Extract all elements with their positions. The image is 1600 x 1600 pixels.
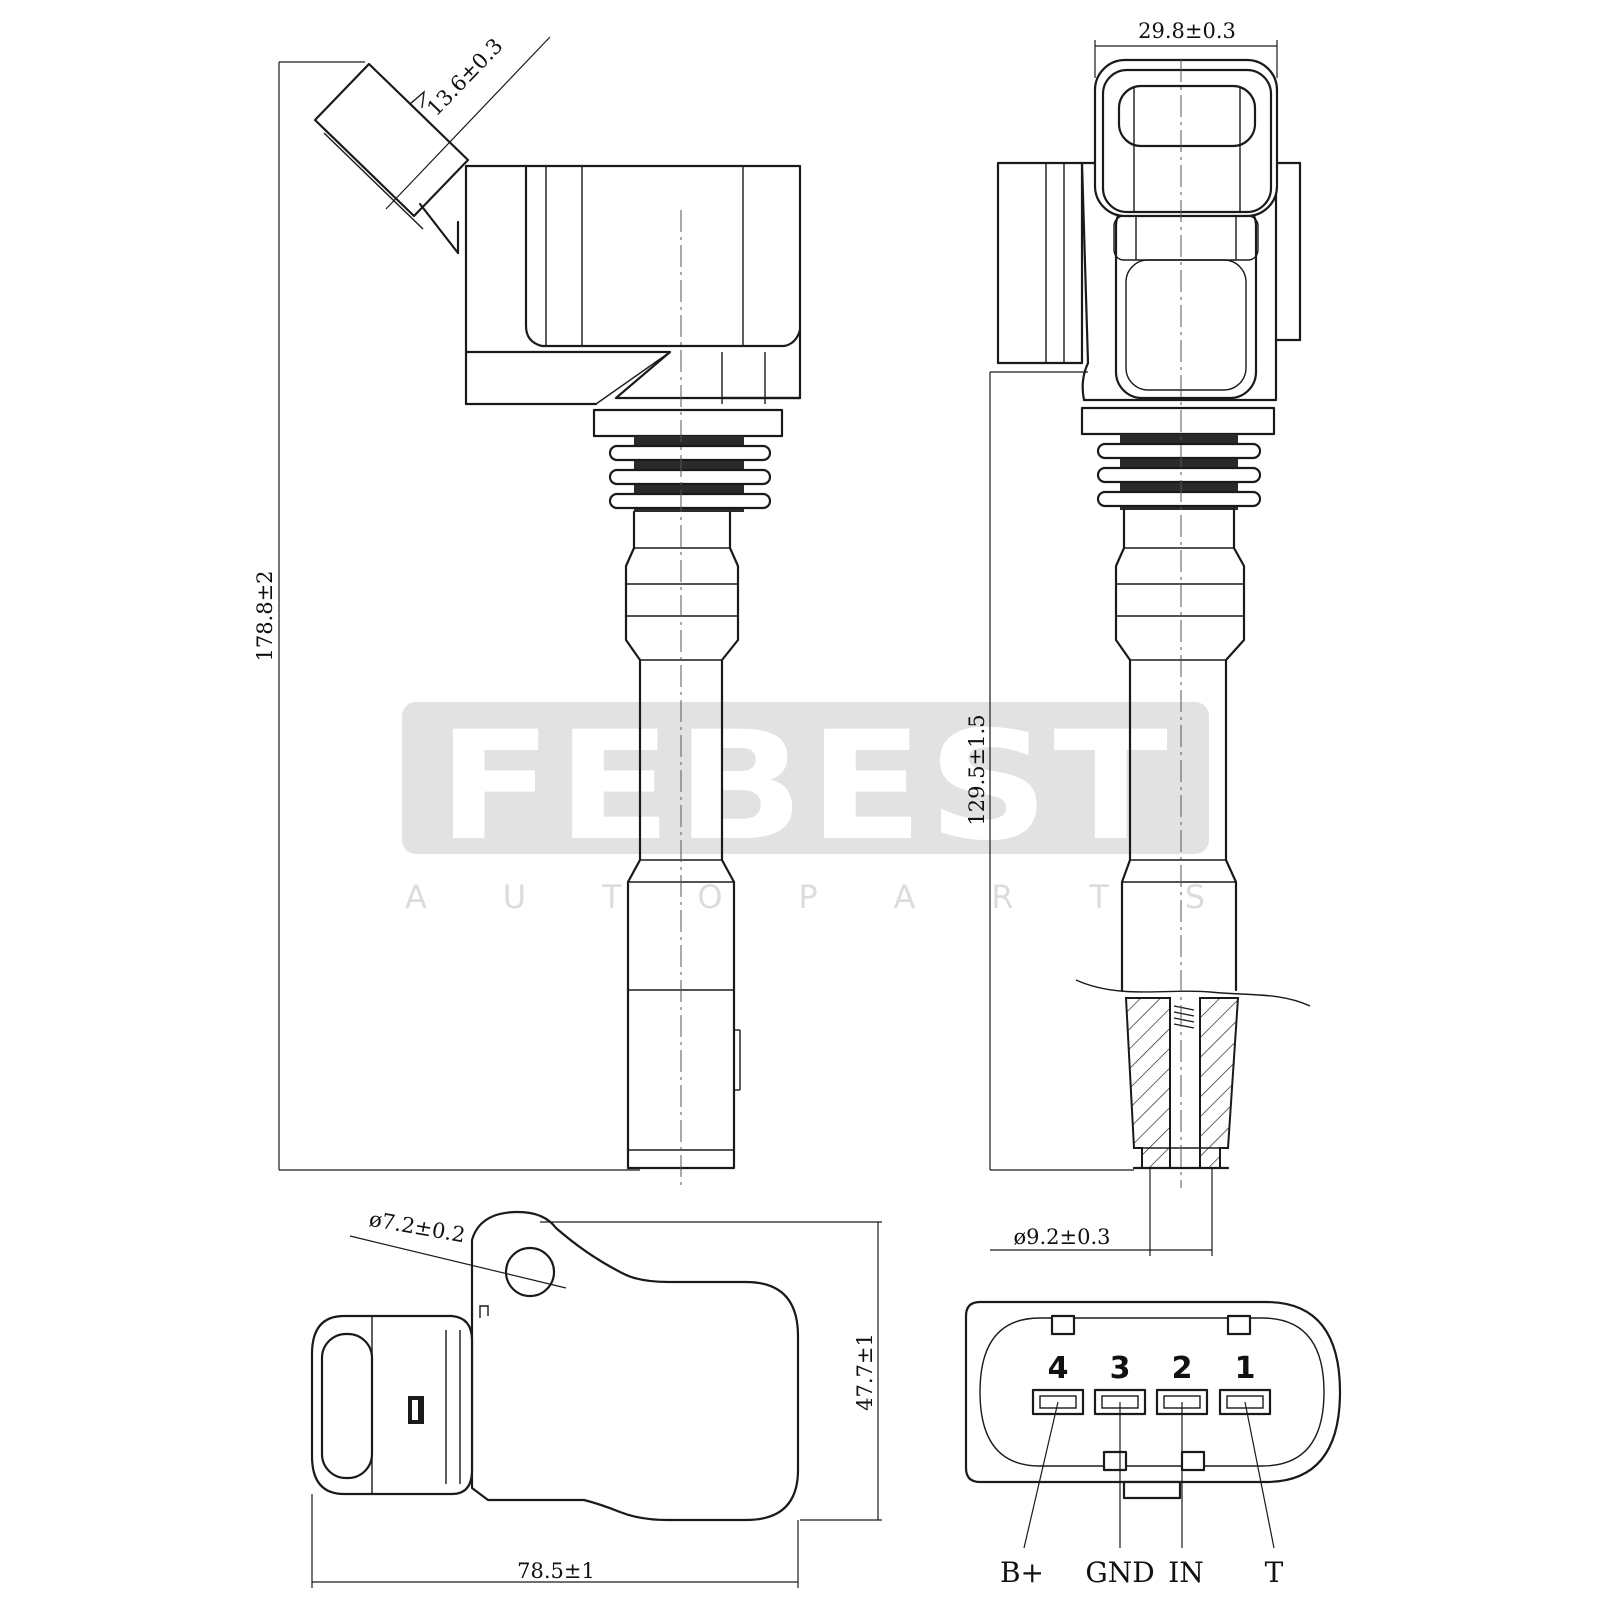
dim-tip-diameter-label: ø9.2±0.3 [1013, 1225, 1110, 1249]
connector-face-outer [964, 1300, 1342, 1484]
side-connector-plug [313, 62, 470, 255]
pin-number-label: 1 [1235, 1351, 1256, 1386]
dim-body-width: 47.7±1 [540, 1221, 882, 1521]
pin-number-label: 2 [1172, 1351, 1193, 1386]
front-connector-plug [1093, 58, 1279, 218]
dim-head-width: 29.8±0.3 [1094, 19, 1278, 78]
pin-signal-t: T [1265, 1556, 1284, 1589]
front-view [996, 58, 1311, 1188]
dim-total-length: 178.8±2 [253, 61, 640, 1171]
dim-boot-length-label: 129.5±1.5 [965, 714, 989, 825]
dim-total-length-label: 178.8±2 [253, 570, 277, 661]
pin-signal-gnd: GND [1085, 1556, 1154, 1589]
top-view-body [470, 1210, 800, 1522]
pin-signal-in: IN [1168, 1556, 1204, 1589]
dim-body-length-label: 78.5±1 [517, 1559, 595, 1583]
connector-pinout: 4 3 2 1 B+ GND IN T [964, 1300, 1342, 1589]
top-view-connector [310, 1314, 474, 1496]
watermark: FEBEST A U T O P A R T S [402, 700, 1209, 916]
side-view [313, 62, 802, 1188]
side-seal-ribs [608, 436, 772, 512]
dim-connector-width-label: 13.6±0.3 [422, 34, 507, 121]
front-side-tabs [996, 161, 1302, 365]
dim-tip-diameter: ø9.2±0.3 [990, 1168, 1213, 1256]
pin-number-label: 3 [1110, 1351, 1131, 1386]
side-flange [592, 408, 784, 438]
mounting-hole [504, 1246, 556, 1298]
front-flange [1080, 406, 1276, 436]
front-section-cut [1124, 997, 1240, 1170]
dim-boot-length: 129.5±1.5 [965, 371, 1134, 1171]
watermark-brand: FEBEST [438, 700, 1173, 874]
dim-body-width-label: 47.7±1 [853, 1333, 877, 1411]
pin-number-label: 4 [1048, 1351, 1069, 1386]
front-seal-ribs [1096, 434, 1262, 510]
front-head [1080, 161, 1278, 402]
front-spring [1173, 1005, 1195, 1029]
dim-head-width-label: 29.8±0.3 [1138, 19, 1236, 43]
front-shaft [1114, 508, 1246, 992]
front-break-line [1075, 979, 1311, 1007]
pin-1: 1 [1218, 1351, 1272, 1416]
dim-hole-diameter-label: ø7.2±0.2 [367, 1207, 467, 1247]
side-coil-head [464, 164, 802, 406]
pin-signal-b-plus: B+ [1000, 1556, 1044, 1589]
dim-body-length: 78.5±1 [311, 1494, 799, 1588]
top-view [310, 1210, 800, 1522]
connector-face-inner [979, 1317, 1325, 1467]
watermark-tagline: A U T O P A R T S [405, 878, 1205, 916]
